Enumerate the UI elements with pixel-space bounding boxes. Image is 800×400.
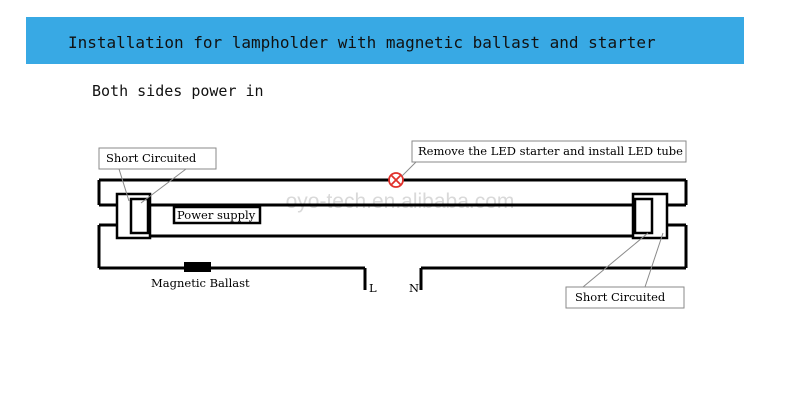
callout-short-circuited-left: Short Circuited	[98, 147, 217, 204]
callout-remove-starter: Remove the LED starter and install LED t…	[401, 140, 687, 177]
remove-starter-label: Remove the LED starter and install LED t…	[418, 144, 683, 158]
page-title: Installation for lampholder with magneti…	[68, 33, 656, 52]
power-supply-label: Power supply	[177, 208, 256, 222]
title-banner: Installation for lampholder with magneti…	[26, 17, 744, 64]
subtitle: Both sides power in	[92, 82, 264, 100]
starter-removed-icon	[388, 172, 404, 188]
lampholder-frame	[97, 178, 688, 238]
magnetic-ballast	[184, 262, 211, 272]
power-supply: Power supply	[172, 205, 262, 225]
short-circuited-right-label: Short Circuited	[575, 290, 666, 304]
callout-short-circuited-right: Short Circuited	[565, 232, 685, 309]
neutral-wire	[419, 225, 688, 290]
short-circuited-left-label: Short Circuited	[106, 151, 197, 165]
watermark: oyo-tech.en.alibaba.com	[286, 190, 515, 213]
live-wire	[97, 225, 367, 290]
terminal-n-label: N	[409, 281, 419, 295]
left-end-cap	[115, 192, 152, 240]
right-end-cap	[631, 192, 669, 240]
magnetic-ballast-label: Magnetic Ballast	[151, 276, 250, 290]
terminal-l-label: L	[369, 281, 377, 295]
